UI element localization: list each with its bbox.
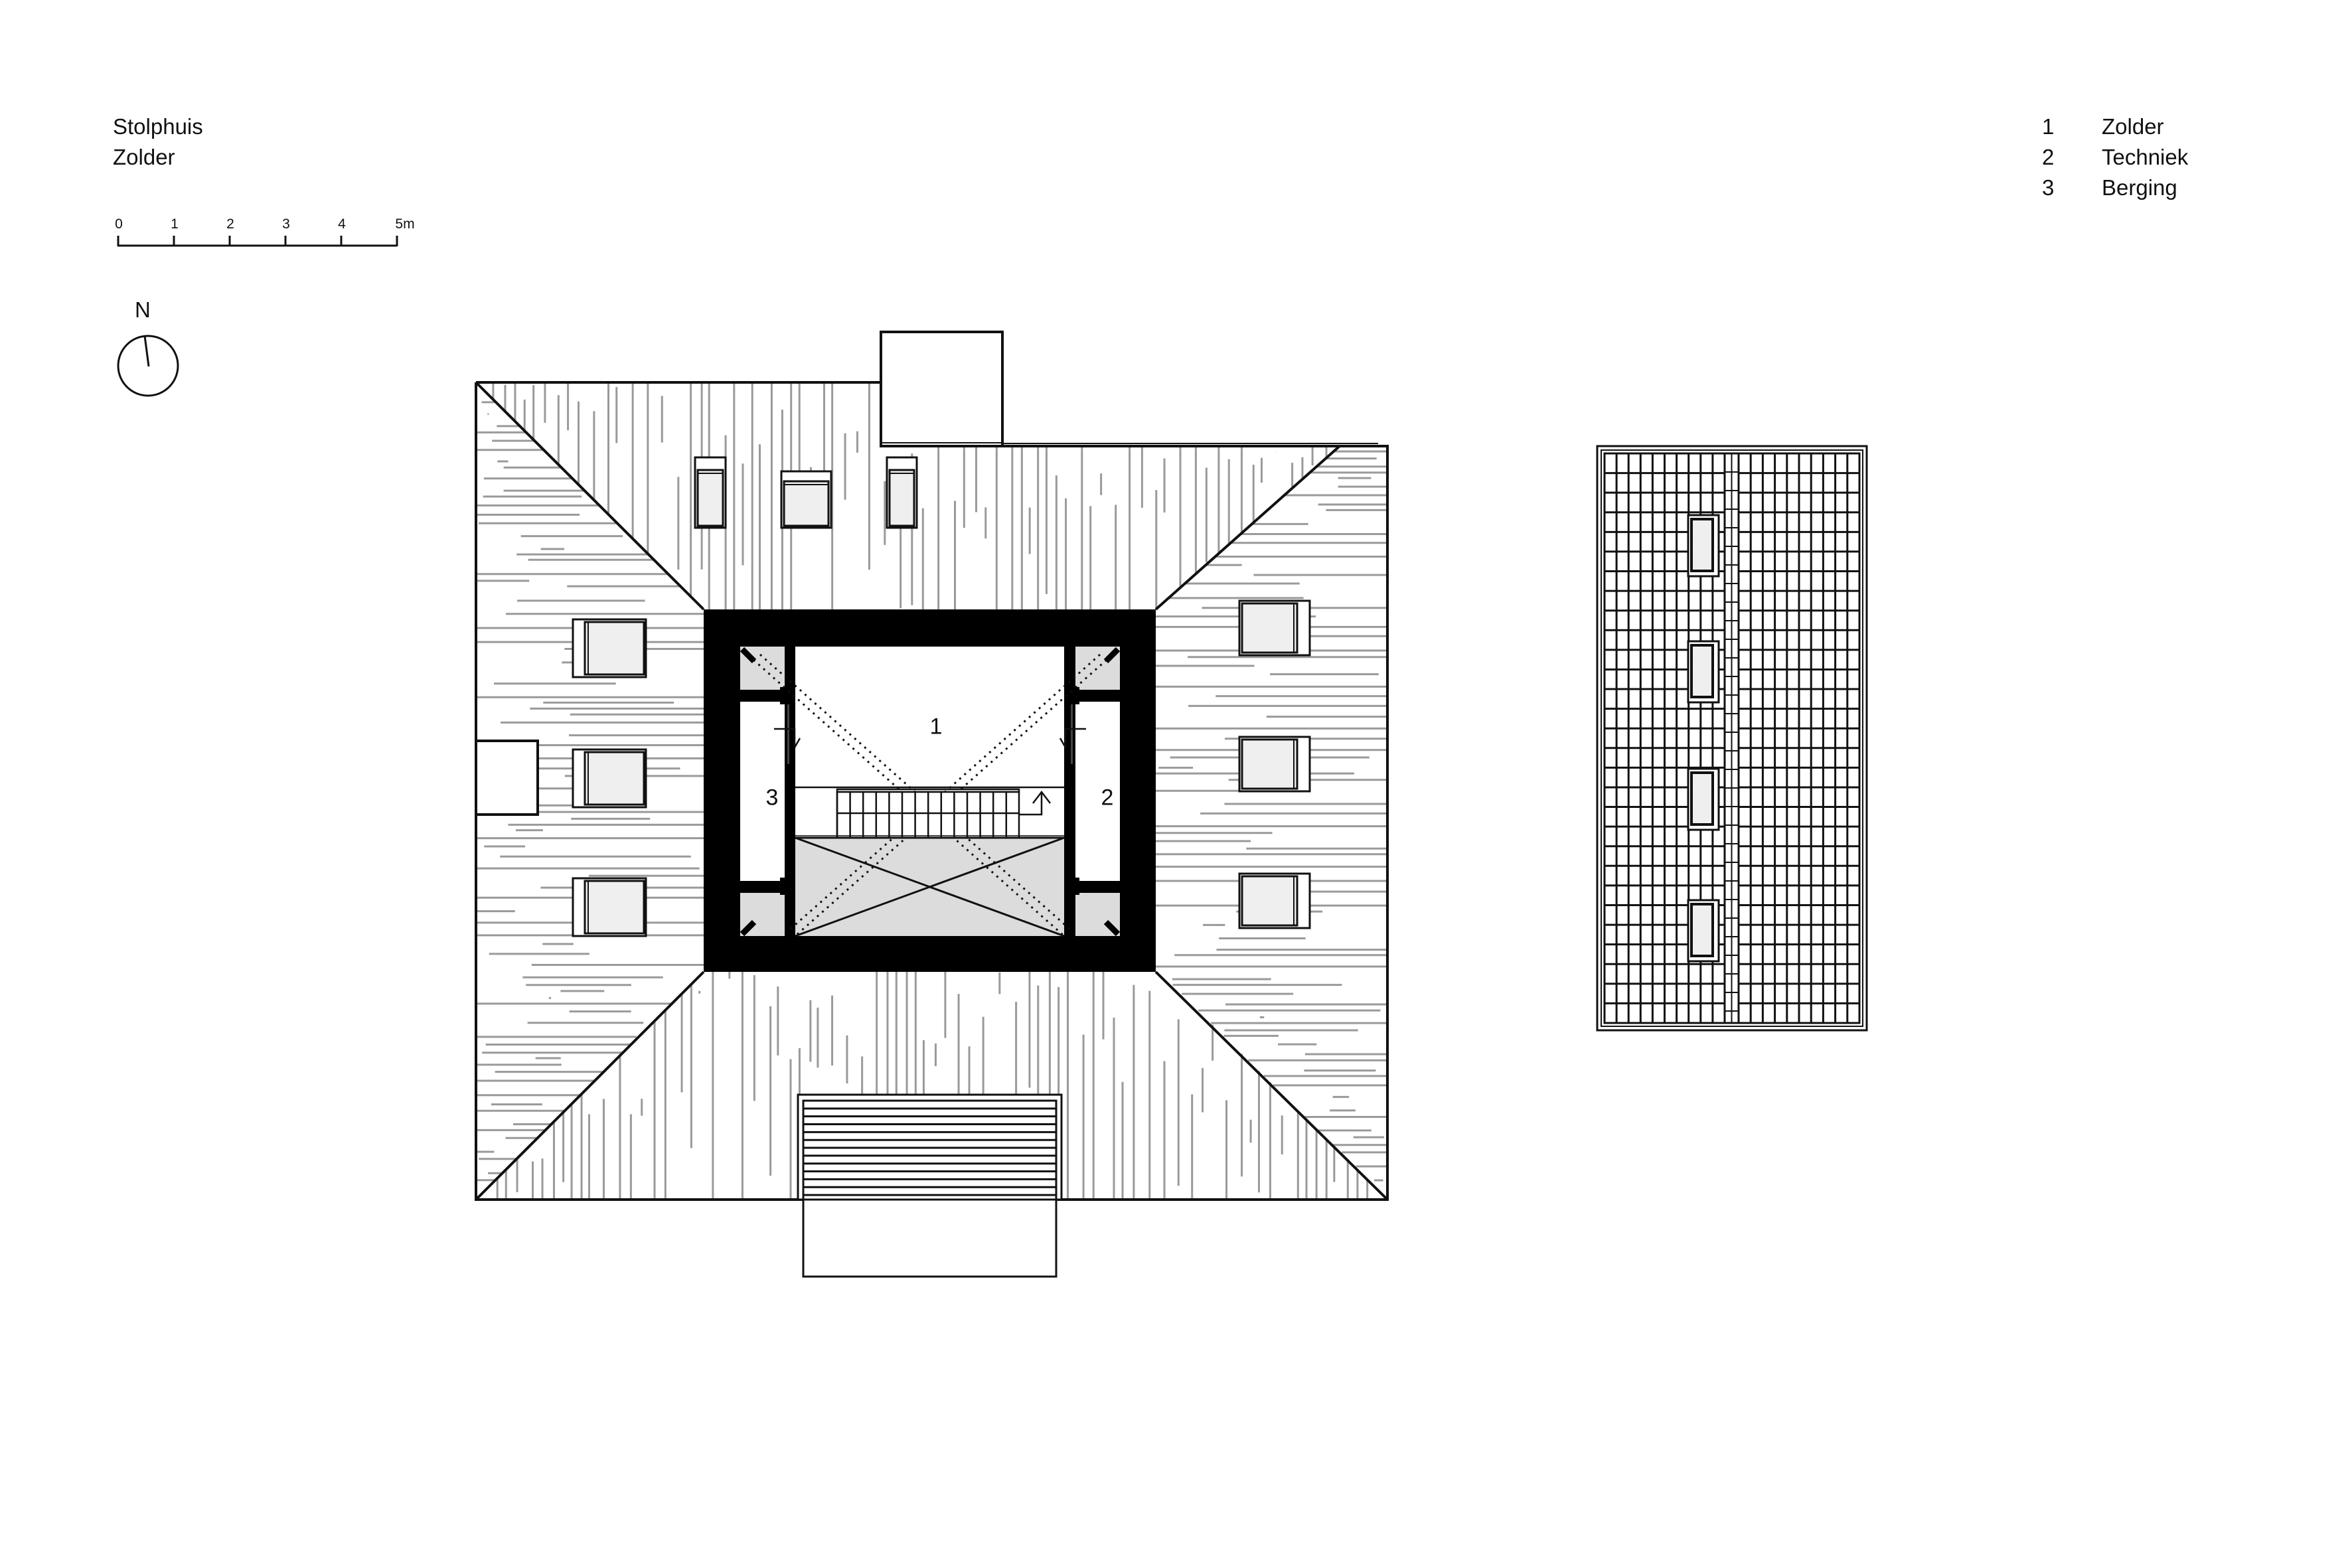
legend-label: Zolder (2102, 114, 2164, 139)
skylight-icon (572, 748, 647, 809)
drawing-title: Stolphuis Zolder (113, 112, 203, 173)
floor-name: Zolder (113, 145, 175, 169)
skylight-icon (694, 456, 727, 529)
room-label-zolder: 1 (929, 714, 943, 740)
room-techniek-floor (1075, 702, 1120, 881)
scale-label-3: 3 (282, 216, 290, 232)
balcony-box (802, 1198, 1058, 1278)
legend-number: 1 (2042, 114, 2055, 139)
elevation-window-icon (1687, 640, 1720, 704)
legend-item-techniek: 2 Techniek (2042, 142, 2188, 173)
scale-label-2: 2 (226, 216, 234, 232)
building-name: Stolphuis (113, 114, 203, 139)
skylight-icon (1238, 872, 1311, 929)
skylights (572, 456, 1311, 937)
chimney-box (880, 331, 1004, 447)
scale-label-4: 4 (338, 216, 346, 232)
scale-label-0: 0 (115, 216, 123, 232)
elevation-window-icon (1687, 514, 1720, 578)
scale-label-5: 5m (395, 216, 415, 232)
skylight-icon (780, 470, 832, 529)
scale-label-1: 1 (171, 216, 179, 232)
door-swings (774, 728, 1086, 748)
staircase (795, 786, 1064, 839)
north-label: N (135, 297, 151, 322)
elevation-window-icon (1687, 899, 1720, 963)
legend-label: Berging (2102, 175, 2177, 200)
roof-plan (475, 331, 1389, 1278)
legend-label: Techniek (2102, 145, 2189, 169)
louvre-dormer (797, 1093, 1063, 1201)
skylight-icon (572, 618, 647, 678)
roof-hatch-south (496, 972, 1369, 1198)
skylight-icon (572, 877, 647, 937)
roof-elevation (1596, 445, 1868, 1032)
roof-hatch-north (492, 384, 1328, 609)
skylight-icon (1238, 736, 1311, 793)
room-berging-floor (740, 702, 785, 881)
legend-number: 3 (2042, 175, 2055, 200)
scale-bar (117, 236, 398, 247)
legend-number: 2 (2042, 145, 2055, 169)
room-label-techniek: 2 (1101, 785, 1114, 811)
room-legend: 1 Zolder 2 Techniek 3 Berging (2042, 112, 2188, 203)
legend-item-zolder: 1 Zolder (2042, 112, 2188, 142)
west-dormer-box (475, 740, 539, 816)
north-arrow-icon (117, 335, 179, 397)
roof-outline (475, 381, 1389, 1201)
skylight-icon (886, 456, 918, 529)
elevation-window-icon (1687, 767, 1720, 831)
room-label-berging: 3 (765, 785, 779, 811)
skylight-icon (1238, 599, 1311, 657)
roof-hatch-east (1156, 450, 1386, 1182)
legend-item-berging: 3 Berging (2042, 173, 2188, 203)
